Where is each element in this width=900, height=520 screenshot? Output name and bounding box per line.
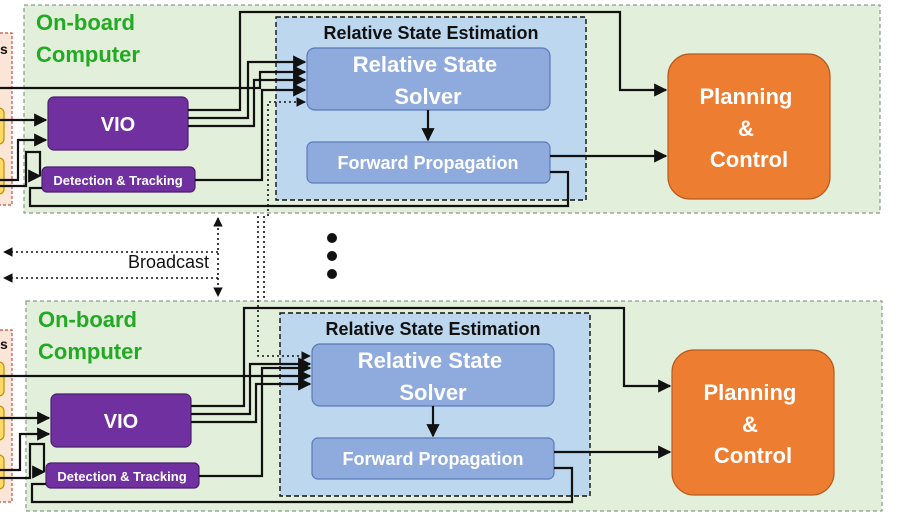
sensor-box [0, 454, 5, 490]
solver-label: Relative State Solver [353, 52, 503, 109]
forward-propagation-box [306, 141, 551, 184]
planning-label: Planning & Control [703, 380, 802, 468]
forward-label: Forward Propagation [337, 153, 518, 173]
vio-label: VIO [101, 114, 135, 136]
detection-label: Detection & Tracking [57, 469, 186, 484]
computer-title: On-board Computer [36, 10, 141, 67]
vio-box [47, 96, 189, 151]
vio-label: VIO [104, 411, 138, 433]
sensors-label: s [0, 41, 8, 57]
broadcast-label: Broadcast [128, 252, 209, 272]
broadcast-section: Broadcast [3, 216, 337, 300]
sensors-label: s [0, 336, 8, 352]
ellipsis-dot [327, 233, 337, 243]
detection-label: Detection & Tracking [53, 173, 182, 188]
ellipsis-dot [327, 251, 337, 261]
ellipsis-dot [327, 269, 337, 279]
onboard-computer-unit-1: s On-board Computer Relative State Estim… [0, 4, 881, 216]
sensor-box [0, 405, 5, 441]
sensor-box [0, 361, 5, 397]
solver-label: Relative State Solver [358, 348, 508, 405]
forward-propagation-box [311, 437, 555, 480]
sensor-box [0, 107, 5, 145]
planning-control-box [667, 53, 831, 200]
onboard-computer-unit-2: s On-board Computer Relative State Estim… [0, 300, 883, 512]
planning-label: Planning & Control [699, 84, 798, 172]
connections [0, 300, 672, 504]
connections [0, 10, 668, 216]
rse-title: Relative State Estimation [325, 319, 540, 339]
sensor-box [0, 157, 5, 195]
computer-title: On-board Computer [38, 307, 143, 364]
vio-box [50, 393, 192, 448]
planning-control-box [671, 349, 835, 496]
forward-label: Forward Propagation [342, 449, 523, 469]
rse-title: Relative State Estimation [323, 23, 538, 43]
